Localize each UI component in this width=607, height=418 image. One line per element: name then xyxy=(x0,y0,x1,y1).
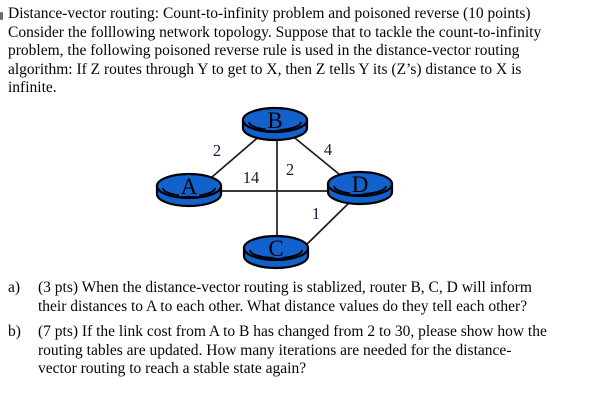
problem-text-line: problem, the following poisoned reverse … xyxy=(8,42,520,60)
link-A-B xyxy=(204,133,263,184)
question-b-line: routing tables are updated. How many ite… xyxy=(38,341,512,359)
question-a: a) (3 pts) When the distance-vector rout… xyxy=(8,279,602,316)
scan-artifact-mark xyxy=(0,12,3,20)
router-label-D: D xyxy=(352,172,369,197)
question-b-marker: b) xyxy=(8,323,21,340)
router-node-B: B xyxy=(241,106,309,142)
question-a-marker: a) xyxy=(8,279,21,296)
problem-text-line: algorithm: If Z routes through Y to get … xyxy=(8,60,522,78)
router-label-C: C xyxy=(268,236,283,261)
router-node-C: C xyxy=(242,234,310,270)
router-node-D: D xyxy=(326,170,394,206)
network-topology-diagram: A B C D 2 4 14 2 1 xyxy=(155,106,394,270)
question-b: b) (7 pts) If the link cost from A to B … xyxy=(8,323,602,379)
link-cost-label-B-D: 4 xyxy=(324,140,332,159)
question-b-line: (7 pts) If the link cost from A to B has… xyxy=(38,323,547,340)
link-C-D xyxy=(299,196,356,252)
problem-text-line: Consider the folllowing network topology… xyxy=(8,23,542,41)
link-cost-label-A-B: 2 xyxy=(213,141,221,160)
link-cost-label-B-C: 2 xyxy=(286,160,294,179)
router-node-A: A xyxy=(155,172,223,208)
question-a-line: (3 pts) When the distance-vector routing… xyxy=(38,279,532,296)
link-cost-label-C-D: 1 xyxy=(312,204,320,223)
question-b-line: vector routing to reach a stable state a… xyxy=(38,360,307,377)
problem-text-line: infinite. xyxy=(8,79,57,97)
question-a-line: their distances to A to each other. What… xyxy=(38,297,528,315)
link-cost-label-A-D: 14 xyxy=(243,168,260,187)
problem-statement: Distance-vector routing: Count-to-infini… xyxy=(8,5,602,98)
router-label-B: B xyxy=(267,108,282,133)
problem-title: Distance-vector routing: Count-to-infini… xyxy=(8,5,531,22)
link-B-D xyxy=(289,133,346,180)
router-label-A: A xyxy=(181,174,198,199)
